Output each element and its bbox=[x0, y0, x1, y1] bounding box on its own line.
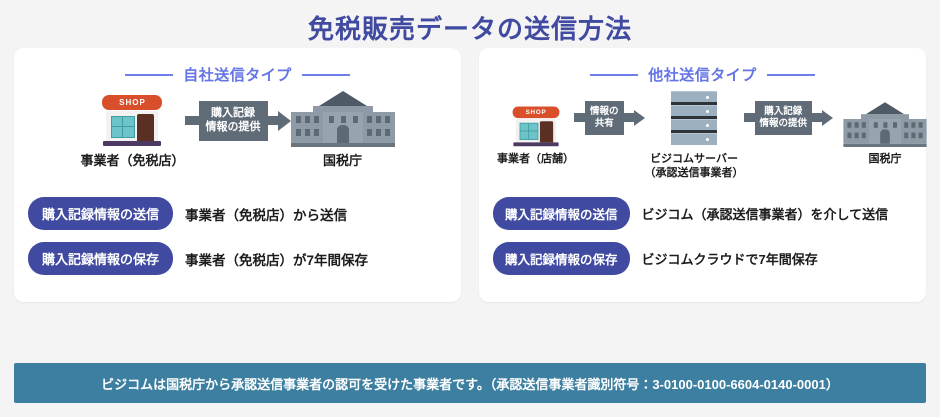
building-ground-icon bbox=[290, 143, 395, 147]
government-building-icon bbox=[843, 102, 927, 147]
building-door-icon bbox=[880, 129, 890, 144]
shop-icon: SHOP bbox=[511, 106, 559, 147]
footer-banner-text: ビジコムは国税庁から承認送信事業者の認可を受けた事業者です。（承認送信事業者識別… bbox=[101, 376, 839, 392]
arrow-neck-icon bbox=[267, 116, 278, 126]
shop-awning-label: SHOP bbox=[512, 106, 559, 119]
flow-diagram-self-send: SHOP 事業者（免税店） 購入記録 情報の提供 bbox=[28, 91, 447, 183]
flow-node-server-label: ビジコムサーバー （承認送信事業者） bbox=[644, 153, 744, 179]
shop-window-icon bbox=[519, 122, 538, 140]
flow-arrow-share-info: 情報の 共有 bbox=[574, 101, 645, 135]
shop-window-icon bbox=[111, 116, 136, 138]
server-art bbox=[671, 91, 718, 147]
flow-arrow-label: 購入記録 情報の提供 bbox=[198, 101, 268, 141]
flow-arrow-provide-records: 購入記録 情報の提供 bbox=[184, 101, 291, 141]
arrow-tail-icon bbox=[574, 113, 585, 123]
info-rows-other-send: 購入記録情報の送信 ビジコム（承認送信事業者）を介して送信 購入記録情報の保存 … bbox=[493, 197, 912, 275]
shop-door-icon bbox=[137, 114, 155, 141]
arrow-neck-icon bbox=[623, 113, 634, 123]
page-title: 免税販売データの送信方法 bbox=[307, 14, 632, 44]
arrow-head-icon bbox=[822, 109, 834, 126]
flow-node-shop: SHOP 事業者（店舗） bbox=[497, 91, 574, 167]
flow-node-shop: SHOP 事業者（免税店） bbox=[80, 91, 185, 169]
shop-icon: SHOP bbox=[101, 95, 163, 147]
building-pediment-icon bbox=[861, 114, 910, 119]
panel-other-send-title: 他社送信タイプ bbox=[648, 67, 757, 84]
arrow-head-icon bbox=[277, 110, 291, 131]
building-door-icon bbox=[336, 125, 349, 143]
flow-arrow-label: 購入記録 情報の提供 bbox=[754, 101, 813, 135]
info-row-send: 購入記録情報の送信 事業者（免税店）から送信 bbox=[28, 197, 447, 230]
flow-diagram-other-send: SHOP 事業者（店舗） 情報の 共有 bbox=[493, 91, 927, 183]
building-roof-icon bbox=[865, 102, 905, 115]
gov-art bbox=[290, 91, 395, 147]
flow-node-server: ビジコムサーバー （承認送信事業者） bbox=[645, 91, 744, 181]
panel-other-send: 他社送信タイプ SHOP 事業者（店舗） 情報の 共有 bbox=[479, 48, 927, 302]
status-badge-send: 購入記録情報の送信 bbox=[28, 197, 174, 230]
panels-container: 自社送信タイプ SHOP 事業者（免税店） 購入記録 情報の bbox=[0, 48, 940, 302]
server-icon bbox=[671, 91, 718, 147]
status-badge-store: 購入記録情報の保存 bbox=[28, 242, 174, 275]
info-row-store-text: ビジコムクラウドで7年間保存 bbox=[641, 252, 818, 267]
arrow-head-icon bbox=[633, 109, 645, 126]
flow-node-shop-label: 事業者（免税店） bbox=[80, 153, 185, 168]
panel-self-send-header: 自社送信タイプ bbox=[28, 64, 447, 85]
rule-left-icon bbox=[590, 73, 639, 76]
flow-node-shop-label: 事業者（店舗） bbox=[497, 153, 574, 165]
info-row-store: 購入記録情報の保存 ビジコムクラウドで7年間保存 bbox=[493, 242, 912, 275]
panel-self-send-title: 自社送信タイプ bbox=[183, 67, 292, 84]
gov-art bbox=[833, 91, 937, 147]
panel-other-send-header: 他社送信タイプ bbox=[493, 64, 912, 85]
government-building-icon bbox=[290, 91, 395, 147]
shop-base-icon bbox=[512, 142, 559, 147]
arrow-tail-icon bbox=[743, 113, 755, 123]
info-row-send: 購入記録情報の送信 ビジコム（承認送信事業者）を介して送信 bbox=[493, 197, 912, 230]
rule-left-icon bbox=[125, 73, 174, 76]
flow-node-tax-agency-label: 国税庁 bbox=[322, 153, 362, 168]
building-pediment-icon bbox=[312, 106, 373, 112]
info-row-store-text: 事業者（免税店）が7年間保存 bbox=[185, 252, 369, 268]
shop-art: SHOP bbox=[101, 91, 163, 147]
shop-art: SHOP bbox=[505, 91, 567, 147]
shop-base-icon bbox=[103, 141, 162, 146]
shop-awning-label: SHOP bbox=[102, 95, 163, 110]
info-row-send-text: ビジコム（承認送信事業者）を介して送信 bbox=[641, 207, 889, 222]
status-badge-store: 購入記録情報の保存 bbox=[493, 242, 630, 275]
info-rows-self-send: 購入記録情報の送信 事業者（免税店）から送信 購入記録情報の保存 事業者（免税店… bbox=[28, 197, 447, 275]
info-row-store: 購入記録情報の保存 事業者（免税店）が7年間保存 bbox=[28, 242, 447, 275]
panel-self-send: 自社送信タイプ SHOP 事業者（免税店） 購入記録 情報の bbox=[14, 48, 461, 302]
shop-door-icon bbox=[539, 121, 553, 143]
building-roof-icon bbox=[318, 91, 367, 106]
flow-arrow-label: 情報の 共有 bbox=[585, 101, 624, 135]
rule-right-icon bbox=[301, 73, 350, 76]
rule-right-icon bbox=[766, 73, 815, 76]
building-ground-icon bbox=[843, 143, 927, 147]
info-row-send-text: 事業者（免税店）から送信 bbox=[185, 207, 348, 223]
flow-node-tax-agency: 国税庁 bbox=[290, 91, 395, 169]
flow-node-tax-agency-label: 国税庁 bbox=[868, 153, 902, 165]
flow-node-tax-agency: 国税庁 bbox=[833, 91, 937, 167]
arrow-tail-icon bbox=[184, 116, 199, 126]
footer-banner: ビジコムは国税庁から承認送信事業者の認可を受けた事業者です。（承認送信事業者識別… bbox=[14, 363, 926, 403]
flow-arrow-provide-records: 購入記録 情報の提供 bbox=[743, 101, 834, 135]
arrow-neck-icon bbox=[812, 113, 823, 123]
status-badge-send: 購入記録情報の送信 bbox=[493, 197, 630, 230]
